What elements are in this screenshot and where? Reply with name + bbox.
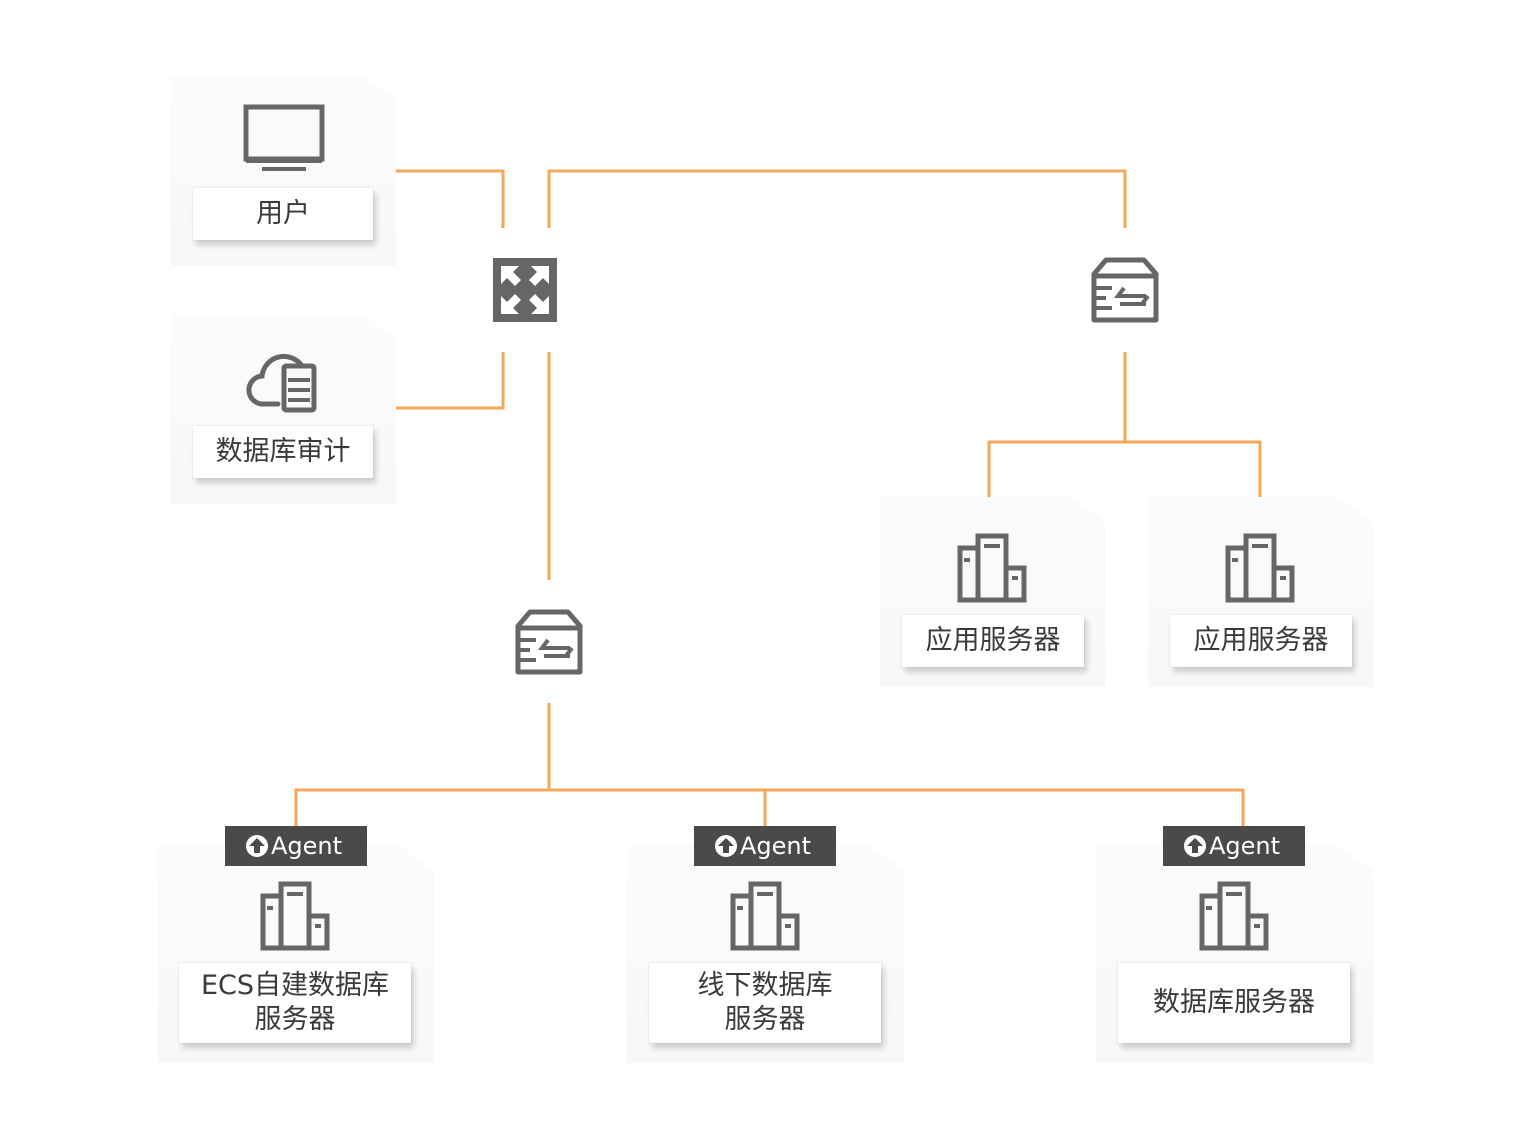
wire-user-switch [395, 169, 505, 228]
server-icon [1225, 533, 1295, 603]
monitor-icon [243, 104, 325, 171]
agent-badge: Agent [1163, 826, 1305, 866]
cloud-server-icon [246, 354, 317, 413]
db-audit-label: 数据库审计 [193, 426, 373, 478]
upload-icon [246, 835, 268, 857]
wire-audit-switch [395, 352, 505, 410]
app-server-label-2: 应用服务器 [1170, 615, 1352, 667]
wire-app-branch [987, 440, 1262, 503]
offline-db-label: 线下数据库 服务器 [649, 963, 881, 1043]
gateway-icon [1091, 257, 1159, 323]
upload-icon [1184, 835, 1206, 857]
server-icon [730, 881, 800, 951]
gateway-icon [515, 609, 583, 675]
agent-label: Agent [740, 832, 812, 860]
server-icon [260, 881, 330, 951]
upload-icon [715, 835, 737, 857]
server-icon [957, 533, 1027, 603]
wire-db-branch [294, 788, 1245, 828]
server-icon [1199, 881, 1269, 951]
agent-label: Agent [1209, 832, 1281, 860]
switch-arrows-icon [493, 258, 557, 322]
user-label: 用户 [193, 188, 373, 240]
agent-label: Agent [271, 832, 343, 860]
db-server-label: 数据库服务器 [1118, 963, 1350, 1043]
agent-badge: Agent [694, 826, 836, 866]
agent-badge: Agent [225, 826, 367, 866]
wire-switch-gateway-app [547, 169, 1127, 228]
app-server-label-1: 应用服务器 [902, 615, 1084, 667]
ecs-db-label: ECS自建数据库 服务器 [179, 963, 411, 1043]
